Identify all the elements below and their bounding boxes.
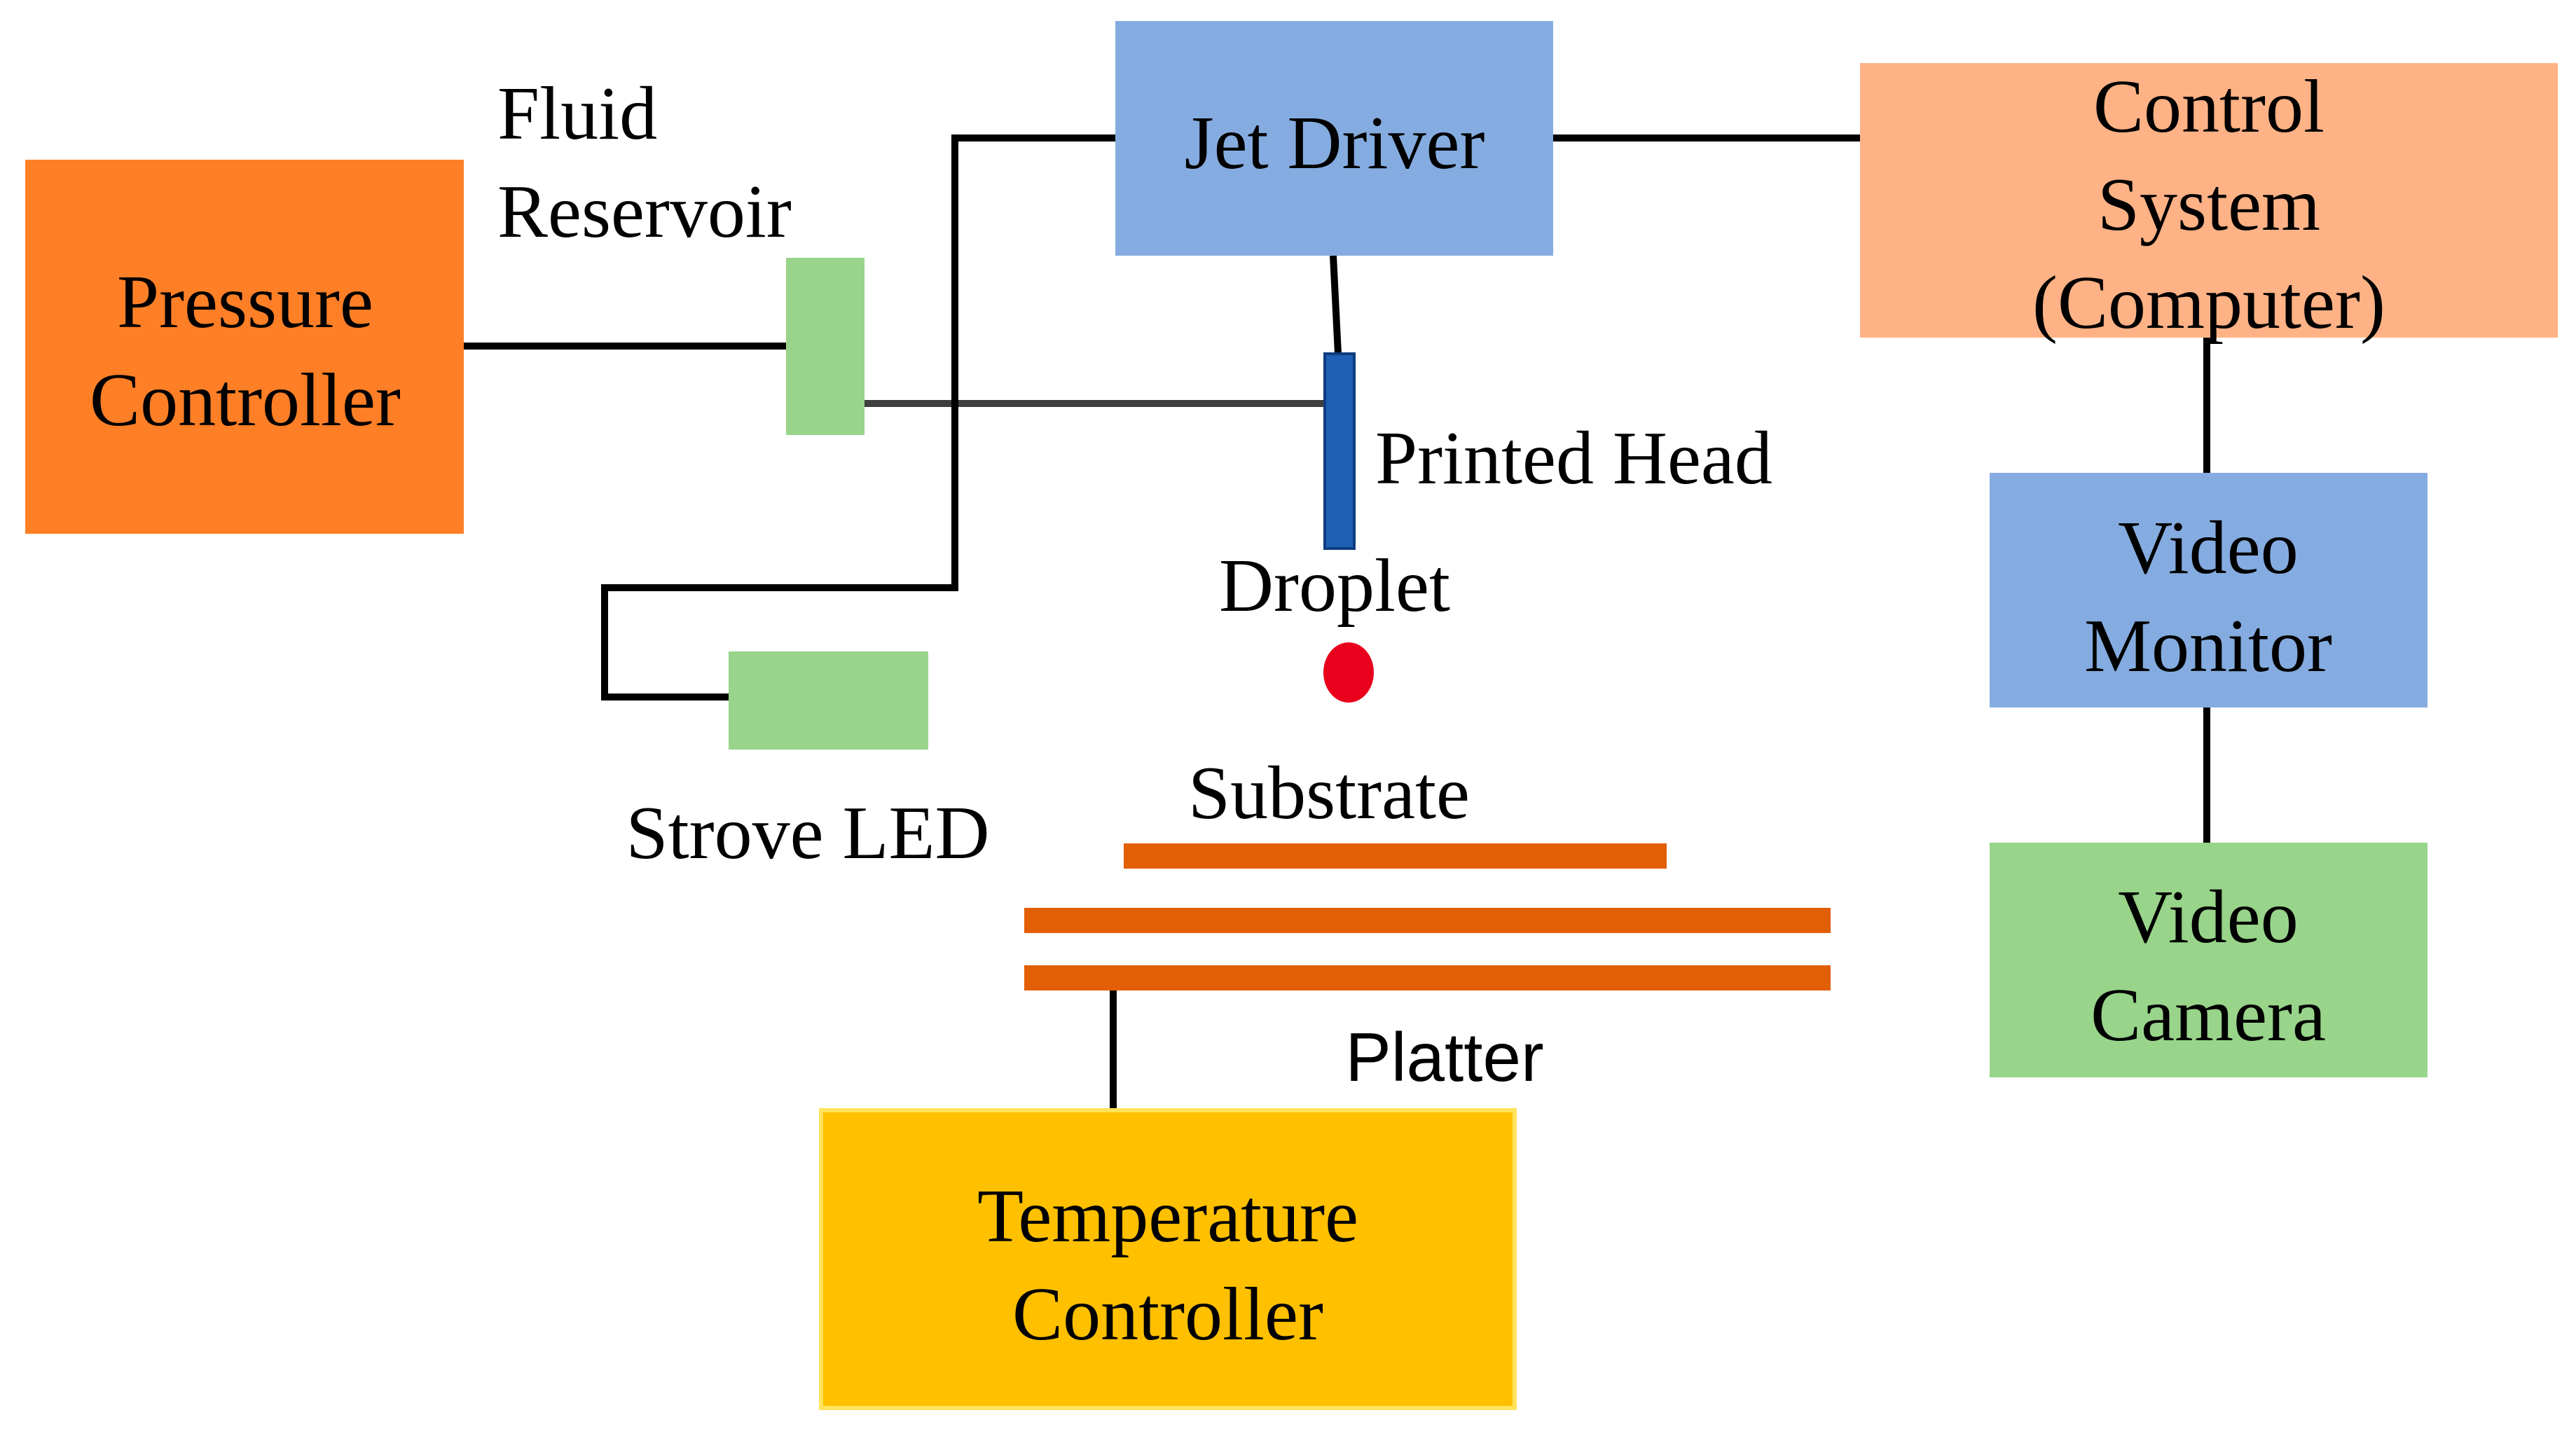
fluid-reservoir-label-line2: Reservoir bbox=[497, 170, 792, 254]
video-camera-block: Video Camera bbox=[1990, 843, 2427, 1077]
substrate-platter-assembly: Substrate Platter bbox=[1024, 752, 1831, 1096]
printed-head-label: Printed Head bbox=[1375, 417, 1772, 500]
video-monitor-label-line1: Video bbox=[2118, 506, 2298, 590]
droplet-dot bbox=[1323, 642, 1374, 703]
video-monitor-label-line2: Monitor bbox=[2084, 605, 2332, 688]
platter-bar-top bbox=[1024, 908, 1831, 933]
temperature-controller-block: Temperature Controller bbox=[819, 1108, 1517, 1410]
strove-led: Strove LED bbox=[626, 651, 990, 875]
video-monitor-block: Video Monitor bbox=[1990, 473, 2427, 707]
control-system-box bbox=[1860, 63, 2558, 338]
pressure-controller-box bbox=[25, 160, 464, 534]
jetdriver-to-printhead-line bbox=[1330, 255, 1342, 354]
jet-driver-block: Jet Driver bbox=[1115, 21, 1553, 256]
video-camera-box bbox=[1990, 843, 2427, 1077]
pressure-controller-block: Pressure Controller bbox=[25, 160, 464, 534]
video-monitor-box bbox=[1990, 473, 2427, 707]
droplet: Droplet bbox=[1219, 544, 1450, 703]
video-camera-label-line2: Camera bbox=[2091, 974, 2326, 1057]
platter-bar-bottom bbox=[1024, 965, 1831, 990]
control-system-label-line3: (Computer) bbox=[2032, 261, 2385, 345]
printed-head-nozzle bbox=[1323, 352, 1356, 550]
jet-driver-label: Jet Driver bbox=[1185, 102, 1485, 185]
platter-label: Platter bbox=[1345, 1019, 1543, 1096]
fluid-reservoir: Fluid Reservoir bbox=[497, 72, 865, 435]
connections bbox=[462, 134, 2210, 1110]
temperature-controller-label-line2: Controller bbox=[1012, 1273, 1323, 1356]
substrate-bar bbox=[1124, 843, 1667, 869]
jet-driver-box bbox=[1115, 21, 1553, 256]
control-system-label-line1: Control bbox=[2093, 65, 2324, 149]
control-system-block: Control System (Computer) bbox=[1860, 63, 2558, 345]
strove-led-box bbox=[729, 651, 928, 750]
printed-head: Printed Head bbox=[1323, 352, 1772, 550]
fluid-reservoir-label-line1: Fluid bbox=[497, 72, 657, 156]
video-camera-label-line1: Video bbox=[2118, 876, 2298, 959]
temperature-controller-label-line1: Temperature bbox=[977, 1175, 1358, 1258]
strove-led-label: Strove LED bbox=[626, 792, 990, 875]
fluid-reservoir-box bbox=[786, 258, 865, 435]
substrate-label: Substrate bbox=[1188, 752, 1470, 835]
pressure-controller-label-line2: Controller bbox=[90, 359, 401, 442]
pressure-controller-label-line1: Pressure bbox=[117, 261, 373, 344]
jetdriver-to-led-line bbox=[601, 134, 1115, 700]
droplet-label: Droplet bbox=[1219, 544, 1450, 628]
control-system-label-line2: System bbox=[2098, 163, 2320, 247]
temperature-controller-box bbox=[819, 1108, 1517, 1410]
